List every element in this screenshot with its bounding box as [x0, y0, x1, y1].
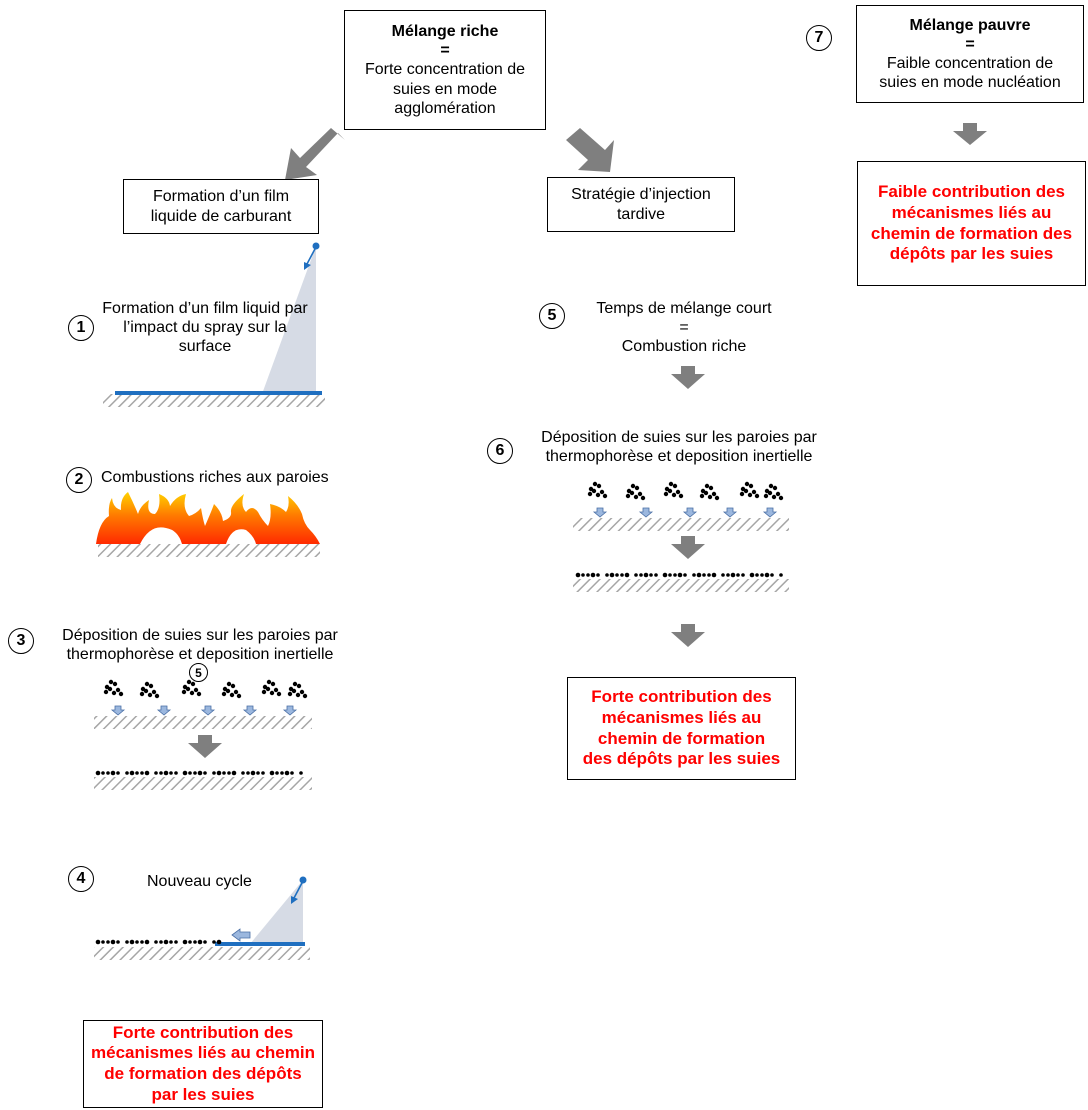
step-number-2: 2 — [66, 467, 92, 493]
step-2-label: Combustions riches aux paroies — [101, 469, 329, 486]
soot-layer-left — [94, 770, 312, 790]
step-5-line1: Temps de mélange court — [596, 300, 772, 317]
left-outcome-text: Forte contribution des mécanismes liés a… — [91, 1022, 315, 1104]
flow-arrow-to-film — [285, 128, 345, 180]
soot-particles — [103, 679, 308, 699]
film-illustration-1 — [103, 242, 325, 407]
new-cycle-illustration — [94, 876, 310, 960]
soot-deposition-right — [573, 481, 789, 531]
lean-mixture-box: Mélange pauvre = Faible concentration de… — [856, 5, 1084, 103]
rich-mixture-box: Mélange riche = Forte concentration de s… — [344, 10, 546, 130]
deposited-soot-layer — [95, 939, 222, 945]
lean-mixture-equals: = — [965, 35, 975, 53]
flow-arrow-to-injection — [566, 128, 614, 172]
step-5-label: Temps de mélange court = Combustion rich… — [568, 299, 800, 357]
step-6-label: Déposition de suies sur les paroies par … — [541, 429, 817, 466]
lean-outcome-box: Faible contribution des mécanismes liés … — [857, 161, 1086, 286]
right-outcome-text: Forte contribution des mécanismes liés a… — [582, 687, 781, 769]
soot-layer-right — [573, 572, 789, 592]
right-outcome-box: Forte contribution des mécanismes liés a… — [567, 677, 796, 780]
step-number-5: 5 — [539, 303, 565, 329]
flow-arrow-s3-deposit — [188, 735, 222, 758]
step-number-3: 3 — [8, 628, 34, 654]
step-number-6: 6 — [487, 438, 513, 464]
flow-arrow-s6-deposit — [671, 536, 705, 559]
deposited-soot — [95, 770, 303, 776]
soot-particles — [587, 481, 784, 501]
deposited-soot — [575, 572, 783, 578]
deposition-arrows — [592, 507, 778, 518]
late-injection-box: Stratégie d’injection tardive — [547, 177, 735, 232]
left-outcome-box: Forte contribution des mécanismes liés a… — [83, 1020, 323, 1108]
step-number-7: 7 — [806, 25, 832, 51]
rich-mixture-equals: = — [440, 42, 450, 60]
step-number-overlay: 5 — [189, 663, 208, 682]
leftward-arrow-icon — [231, 928, 251, 942]
lean-outcome-text: Faible contribution des mécanismes liés … — [870, 182, 1073, 264]
step-number-1: 1 — [68, 315, 94, 341]
late-injection-text: Stratégie d’injection tardive — [571, 186, 711, 223]
step-1-label: Formation d’un film liquid par l’impact … — [102, 300, 308, 356]
flow-arrow-lean-outcome — [953, 123, 987, 145]
step-5-line2: Combustion riche — [621, 338, 747, 356]
film-formation-box: Formation d’un film liquide de carburant — [123, 179, 319, 234]
flow-arrow-s5-s6 — [671, 366, 705, 389]
flame-illustration — [96, 492, 320, 557]
rich-mixture-text: Forte concentration de suies en mode agg… — [364, 61, 526, 117]
deposition-arrows — [110, 705, 298, 716]
lean-mixture-title: Mélange pauvre — [909, 16, 1031, 34]
step-number-4: 4 — [68, 866, 94, 892]
step-5-equals: = — [679, 319, 689, 337]
soot-deposition-left — [94, 679, 312, 729]
step-3-label: Déposition de suies sur les paroies par … — [62, 627, 338, 664]
lean-mixture-text: Faible concentration de suies en mode nu… — [879, 55, 1061, 92]
film-formation-text: Formation d’un film liquide de carburant — [150, 188, 292, 225]
flow-arrow-right-outcome — [671, 624, 705, 647]
rich-mixture-title: Mélange riche — [391, 23, 499, 41]
step-4-label: Nouveau cycle — [147, 873, 252, 890]
